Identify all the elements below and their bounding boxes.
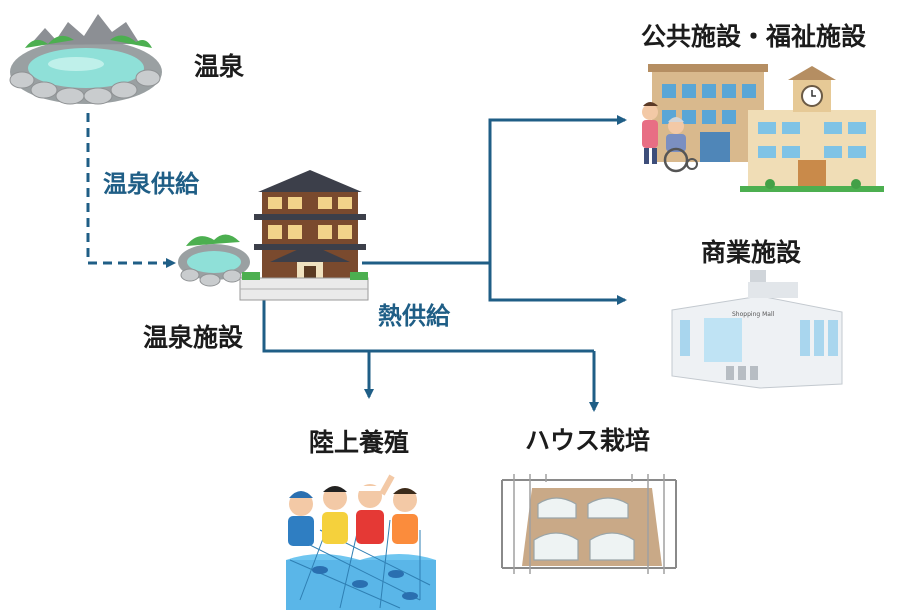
public-welfare-buildings-icon xyxy=(642,64,884,192)
heat-supply-label: 熱供給 xyxy=(378,301,450,330)
heat-arrow-public xyxy=(488,115,627,263)
onsen-supply-arrow xyxy=(86,113,176,268)
mall-sign: Shopping Mall xyxy=(732,311,775,318)
onsen-facility-label: 温泉施設 xyxy=(143,323,244,352)
aquaculture-label: 陸上養殖 xyxy=(309,428,410,457)
greenhouse-farm-icon xyxy=(501,474,677,574)
heat-arrow-commercial xyxy=(488,263,627,305)
onsen-inn-icon xyxy=(178,170,369,301)
greenhouse-label: ハウス栽培 xyxy=(525,426,651,455)
shopping-mall-icon: Shopping Mall xyxy=(671,270,843,389)
hot-spring-icon xyxy=(9,14,162,105)
public-welfare-label: 公共施設・福祉施設 xyxy=(641,22,867,51)
onsen-supply-label: 温泉供給 xyxy=(103,169,199,198)
onsen-label: 温泉 xyxy=(194,52,245,81)
fishermen-net-icon xyxy=(286,474,436,610)
heat-line-down xyxy=(262,300,594,353)
commercial-label: 商業施設 xyxy=(701,238,802,267)
flow-connectors xyxy=(86,113,627,412)
